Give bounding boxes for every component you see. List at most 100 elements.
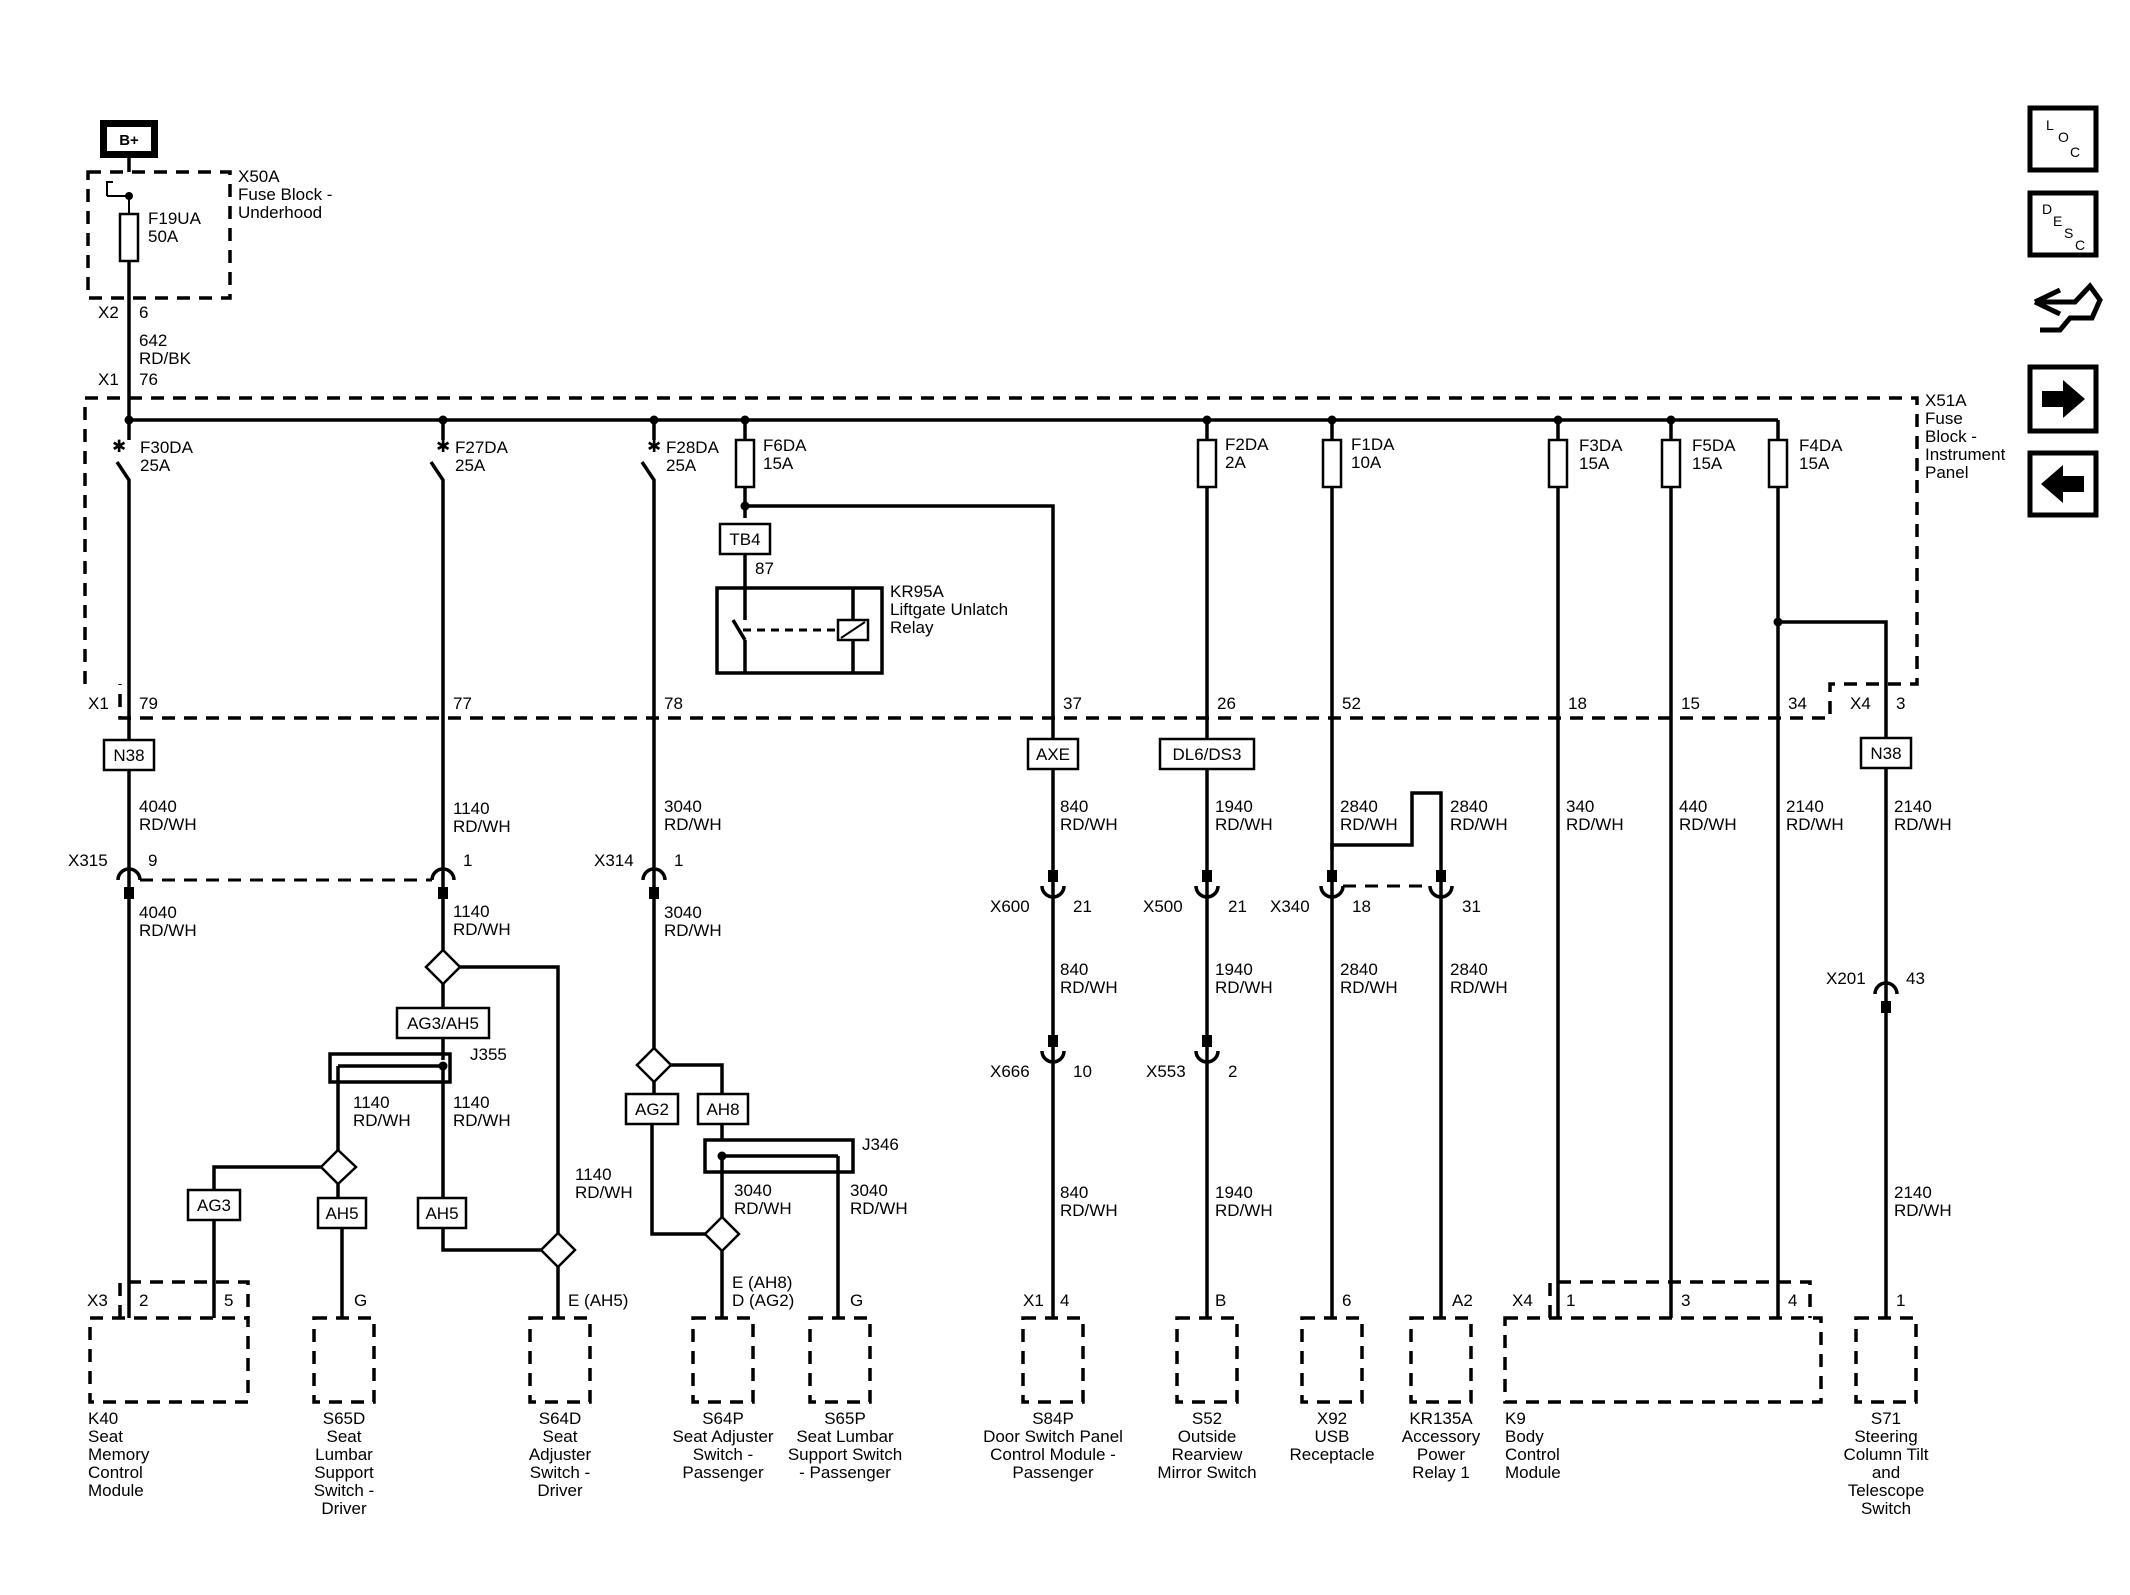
svg-text:Door Switch Panel: Door Switch Panel [983, 1427, 1123, 1446]
svg-text:X1: X1 [98, 370, 119, 389]
location-button[interactable]: L O C [2027, 105, 2099, 173]
svg-text:Support: Support [314, 1463, 374, 1482]
svg-text:S64D: S64D [539, 1409, 582, 1428]
tb4-label-box [718, 522, 772, 556]
svg-text:440: 440 [1679, 797, 1707, 816]
svg-text:1140: 1140 [575, 1165, 612, 1184]
svg-text:Memory: Memory [88, 1445, 150, 1464]
svg-text:RD/WH: RD/WH [664, 921, 722, 940]
svg-text:2140: 2140 [1786, 797, 1824, 816]
svg-text:642: 642 [139, 331, 167, 350]
component-s64p [691, 1316, 755, 1404]
svg-text:S84P: S84P [1032, 1409, 1074, 1428]
svg-text:F30DA: F30DA [140, 438, 194, 457]
svg-text:O: O [2058, 129, 2069, 145]
svg-text:76: 76 [139, 370, 158, 389]
svg-text:2840: 2840 [1450, 797, 1488, 816]
svg-text:RD/WH: RD/WH [1450, 815, 1508, 834]
svg-text:1: 1 [674, 851, 683, 870]
svg-text:18: 18 [1568, 694, 1587, 713]
fuse-block-underhood-outline [86, 170, 232, 300]
svg-text:3040: 3040 [664, 903, 702, 922]
svg-text:10A: 10A [1351, 453, 1382, 472]
svg-text:3: 3 [1681, 1291, 1690, 1310]
option-ag2 [624, 1092, 680, 1126]
svg-text:and: and [1872, 1463, 1900, 1482]
svg-text:RD/WH: RD/WH [664, 815, 722, 834]
svg-text:Block -: Block - [1925, 427, 1977, 446]
svg-text:RD/WH: RD/WH [1340, 815, 1398, 834]
svg-text:RD/WH: RD/WH [453, 920, 511, 939]
svg-text:Passenger: Passenger [1012, 1463, 1094, 1482]
svg-text:TB4: TB4 [729, 530, 760, 549]
svg-text:2A: 2A [1225, 453, 1246, 472]
svg-text:F4DA: F4DA [1799, 436, 1843, 455]
svg-text:Adjuster: Adjuster [529, 1445, 592, 1464]
svg-text:1140: 1140 [453, 799, 490, 818]
svg-text:USB: USB [1315, 1427, 1350, 1446]
description-button[interactable]: D E S C [2027, 190, 2099, 258]
svg-text:Instrument: Instrument [1925, 445, 2006, 464]
svg-text:4: 4 [1060, 1291, 1069, 1310]
arrow-right-icon[interactable] [2027, 364, 2099, 434]
svg-text:50A: 50A [148, 227, 179, 246]
svg-text:C: C [2075, 237, 2085, 253]
ground-reference-icon[interactable] [2033, 282, 2103, 333]
svg-text:Telescope: Telescope [1848, 1481, 1925, 1500]
svg-text:26: 26 [1217, 694, 1236, 713]
svg-text:Control: Control [88, 1463, 143, 1482]
svg-text:RD/WH: RD/WH [453, 817, 511, 836]
fuse-f2da [1196, 420, 1218, 1318]
svg-text:77: 77 [453, 694, 472, 713]
svg-text:X1: X1 [88, 694, 109, 713]
svg-text:✱: ✱ [436, 437, 450, 456]
svg-text:RD/WH: RD/WH [1060, 978, 1118, 997]
svg-text:AG2: AG2 [635, 1100, 669, 1119]
svg-text:31: 31 [1462, 897, 1481, 916]
arrow-left-icon[interactable] [2027, 450, 2099, 518]
battery-label: B+ [119, 132, 139, 149]
option-split-diamond-1 [424, 948, 462, 986]
svg-text:Control Module -: Control Module - [990, 1445, 1116, 1464]
svg-text:RD/WH: RD/WH [453, 1111, 511, 1130]
svg-text:2: 2 [139, 1291, 148, 1310]
battery-symbol: B+ [100, 120, 158, 158]
svg-text:2140: 2140 [1894, 797, 1932, 816]
svg-text:4040: 4040 [139, 797, 177, 816]
svg-text:X3: X3 [87, 1291, 108, 1310]
svg-text:X553: X553 [1146, 1062, 1186, 1081]
svg-text:Module: Module [88, 1481, 144, 1500]
svg-text:1: 1 [1896, 1291, 1905, 1310]
svg-text:1: 1 [1566, 1291, 1575, 1310]
svg-text:340: 340 [1566, 797, 1594, 816]
svg-text:Switch: Switch [1861, 1499, 1911, 1518]
svg-text:RD/WH: RD/WH [850, 1199, 908, 1218]
component-s71 [1854, 1316, 1918, 1404]
svg-text:RD/WH: RD/WH [1894, 1201, 1952, 1220]
svg-text:3: 3 [1896, 694, 1905, 713]
svg-text:Module: Module [1505, 1463, 1561, 1482]
svg-text:E: E [2053, 213, 2062, 229]
svg-text:87: 87 [755, 559, 774, 578]
svg-text:25A: 25A [455, 456, 486, 475]
svg-text:37: 37 [1063, 694, 1082, 713]
svg-text:21: 21 [1073, 897, 1092, 916]
svg-text:78: 78 [664, 694, 683, 713]
svg-text:43: 43 [1906, 969, 1925, 988]
svg-text:Support Switch: Support Switch [788, 1445, 902, 1464]
svg-text:Power: Power [1417, 1445, 1466, 1464]
svg-text:RD/WH: RD/WH [1786, 815, 1844, 834]
svg-text:E (AH8): E (AH8) [732, 1273, 792, 1292]
svg-text:15A: 15A [1579, 454, 1610, 473]
svg-text:S71: S71 [1871, 1409, 1901, 1428]
svg-text:C: C [2070, 144, 2080, 160]
svg-text:1140: 1140 [453, 1093, 490, 1112]
svg-text:840: 840 [1060, 960, 1088, 979]
splice-j355 [328, 1052, 452, 1084]
svg-text:2840: 2840 [1450, 960, 1488, 979]
component-kr135a [1409, 1316, 1473, 1404]
svg-text:Body: Body [1505, 1427, 1544, 1446]
connector-x666 [1040, 1035, 1066, 1064]
svg-text:J355: J355 [470, 1045, 507, 1064]
svg-text:Seat Lumbar: Seat Lumbar [796, 1427, 894, 1446]
